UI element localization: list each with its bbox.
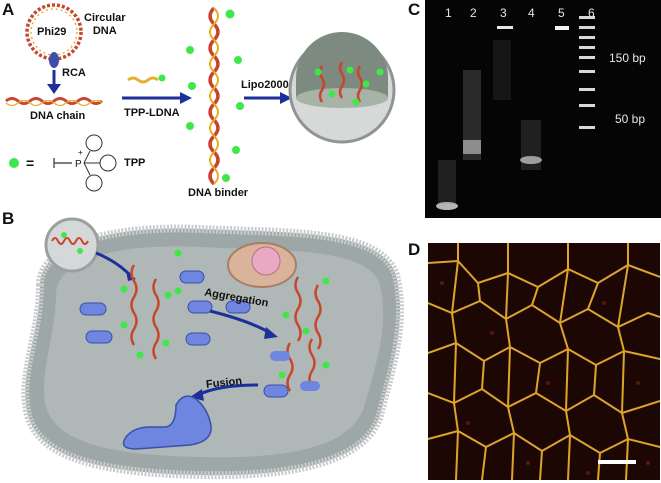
- gel-bands: [436, 16, 595, 210]
- lane-label-3: 3: [500, 6, 507, 20]
- marker-50bp: 50 bp: [615, 112, 646, 126]
- lane-label-6: 6: [588, 6, 595, 20]
- label-lipo2000: Lipo2000: [241, 79, 289, 91]
- label-dna-binder: DNA binder: [188, 187, 249, 199]
- dna-binder-graphic: [186, 6, 244, 186]
- entering-liposome: [44, 217, 100, 273]
- panel-label-b: B: [2, 209, 15, 228]
- lane-label-1: 1: [445, 6, 452, 20]
- svg-text:+: +: [78, 148, 83, 157]
- nucleus-graphic: [227, 242, 297, 288]
- panel-label-d: D: [408, 240, 421, 259]
- liposome-graphic: [288, 32, 396, 144]
- gel-image: 1 2 3 4 5 6 150 bp 50 bp: [425, 0, 661, 218]
- panel-a-schematic: P +: [5, 3, 396, 192]
- panel-label-c: C: [408, 0, 421, 19]
- aggregated-dna-cluster: [270, 276, 330, 392]
- afm-network-texture: [428, 243, 660, 480]
- afm-network-image: [428, 243, 660, 480]
- label-circular-dna: Circular DNA: [84, 12, 126, 37]
- arrow-to-binder: [122, 92, 192, 104]
- label-rca: RCA: [62, 67, 86, 79]
- tpp-structure-graphic: P +: [9, 134, 117, 192]
- arrow-to-liposome: [244, 92, 292, 104]
- rca-arrow: [47, 70, 61, 94]
- label-tpp: TPP: [124, 157, 146, 169]
- marker-150bp: 150 bp: [609, 51, 646, 65]
- label-phi29: Phi29: [37, 26, 67, 38]
- lane-label-4: 4: [528, 6, 535, 20]
- dna-chain-graphic: [5, 97, 103, 105]
- dna-binders-cytoplasm: [120, 249, 182, 360]
- tpp-ldna-strand: [127, 76, 159, 84]
- fused-mitochondrion: [122, 395, 212, 450]
- panel-b-cell-schematic: [21, 217, 404, 480]
- label-equals: =: [26, 155, 35, 171]
- lane-label-2: 2: [470, 6, 477, 20]
- phi29-polymerase: [49, 52, 59, 68]
- mitochondria-graphic: [79, 270, 289, 398]
- lane-label-5: 5: [558, 6, 565, 20]
- svg-text:P: P: [75, 159, 82, 170]
- scale-bar: [598, 460, 636, 464]
- label-dna-chain: DNA chain: [30, 110, 86, 122]
- label-tpp-ldna: TPP-LDNA: [124, 107, 180, 119]
- panel-label-a: A: [2, 0, 15, 19]
